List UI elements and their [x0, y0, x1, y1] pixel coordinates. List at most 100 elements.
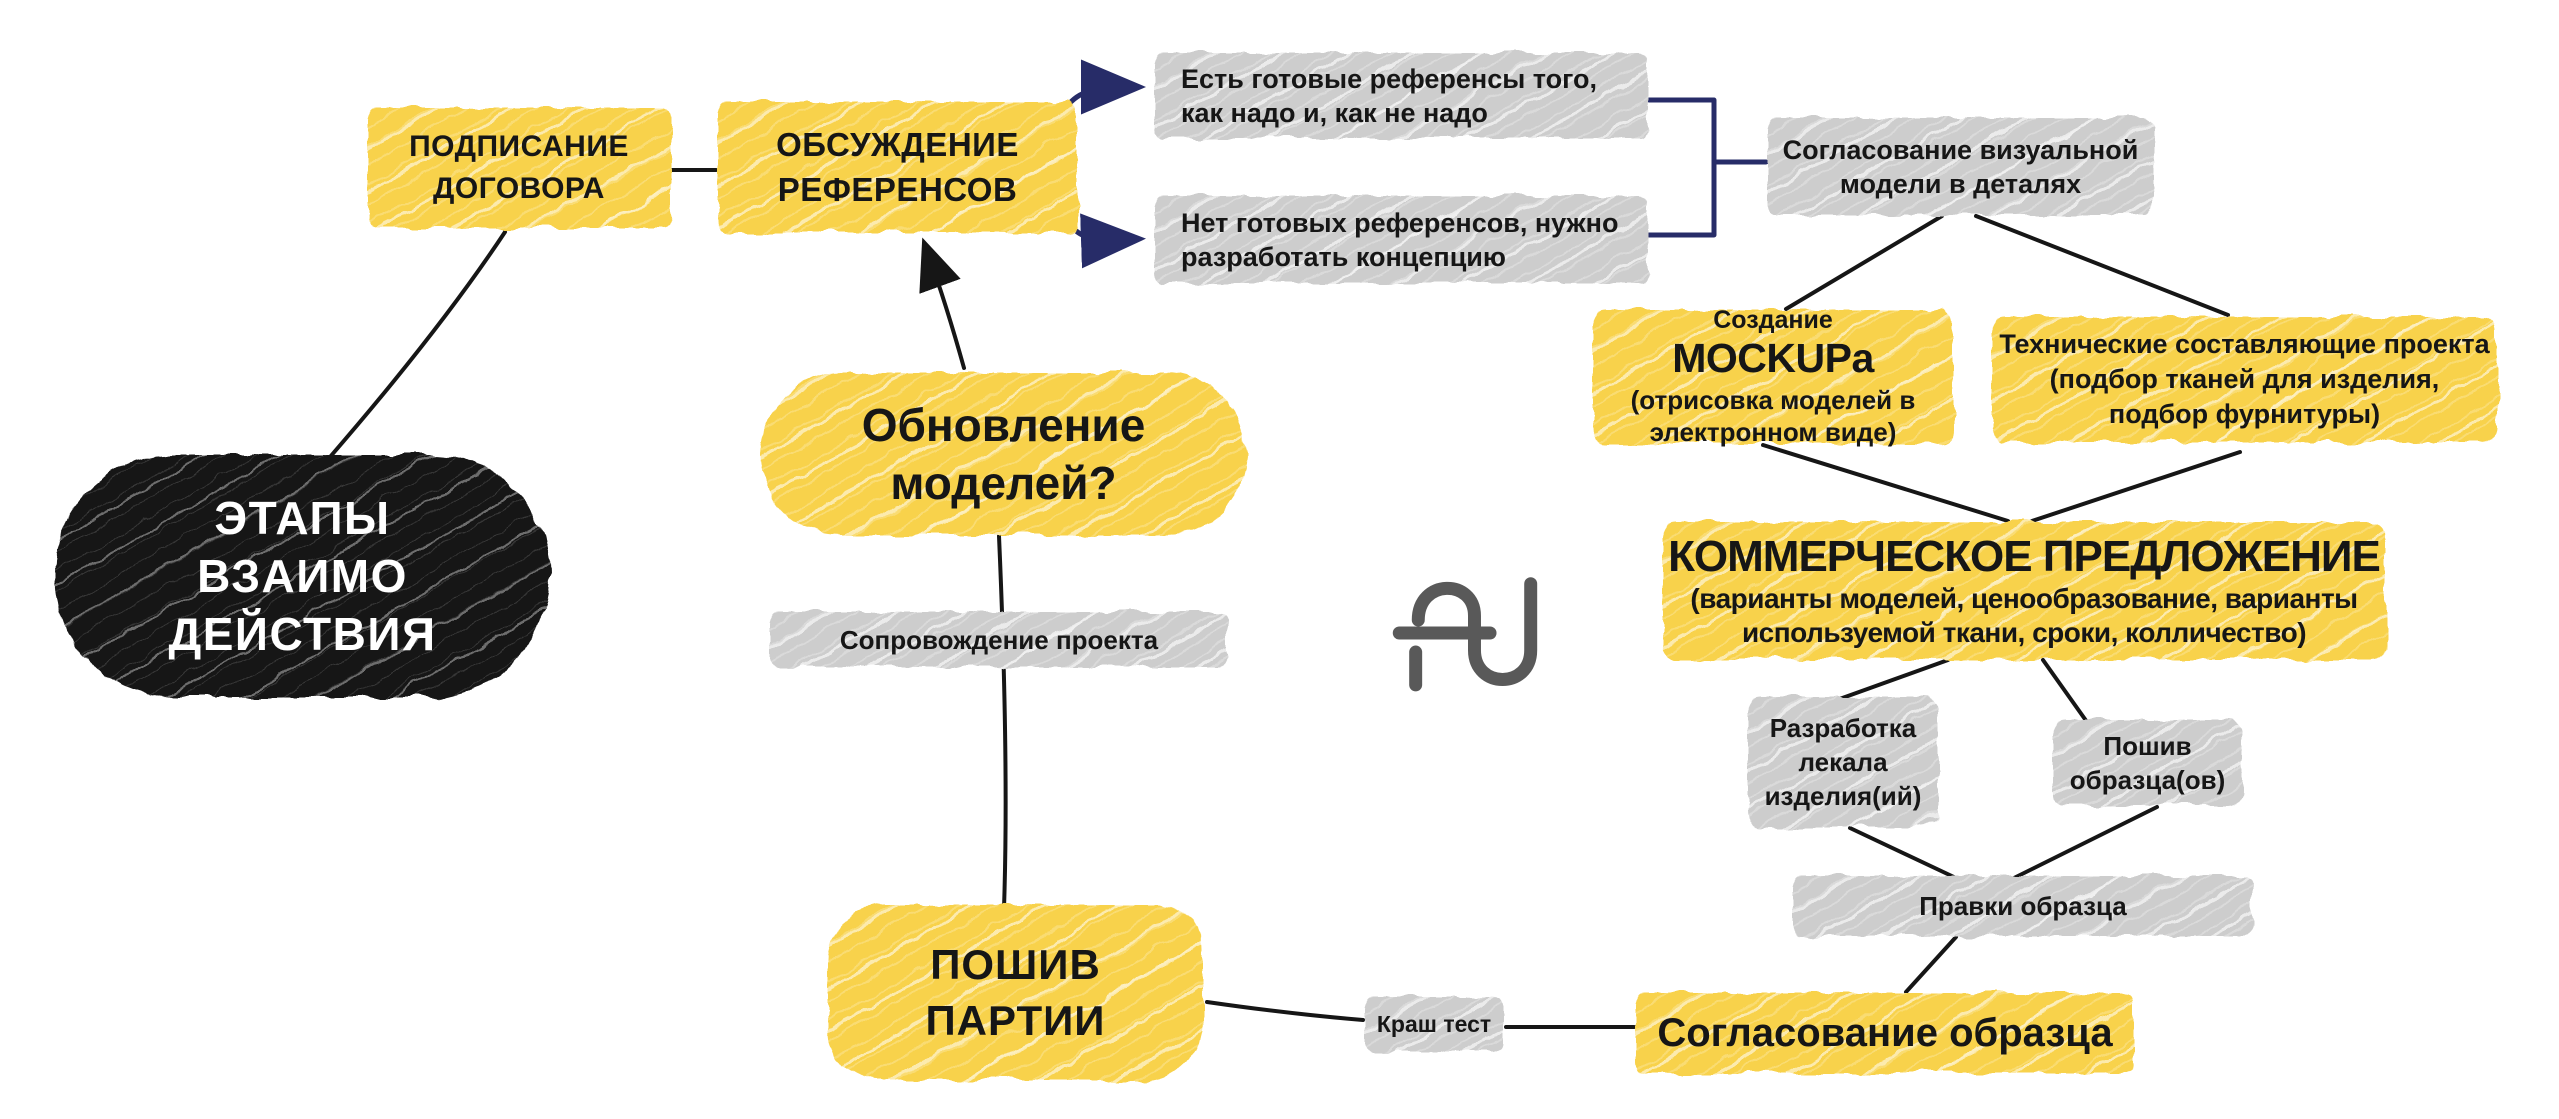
mockup-text: Создание MOCKUPa (отрисовка моделей в эл…	[1593, 306, 1953, 447]
edge-pattern-edits	[1848, 826, 1958, 880]
node-discussion: ОБСУЖДЕНИЕ РЕФЕРЕНСОВ	[718, 102, 1077, 232]
commercial-bg	[1663, 522, 2385, 659]
signing-line1: ПОДПИСАНИЕ	[409, 130, 629, 163]
sample-sewing-text: Пошив образца(ов)	[2053, 720, 2242, 805]
edge-update-discussion	[919, 237, 966, 370]
refs-ready-line2: как надо и, как не надо	[1181, 97, 1488, 128]
technical-line2: (подбор тканей для изделия,	[2049, 364, 2440, 394]
pattern-line2: лекала	[1798, 747, 1888, 777]
commercial-text: КОММЕРЧЕСКОЕ ПРЕДЛОЖЕНИЕ (варианты модел…	[1663, 522, 2385, 659]
node-stages-title: ЭТАПЫ ВЗАИМО ДЕЙСТВИЯ	[55, 455, 550, 697]
edge-commercial-sample	[2041, 658, 2089, 724]
sample-sewing-line1: Пошив	[2103, 730, 2192, 761]
edge-visual-mockup	[1784, 214, 1944, 311]
technical-bg	[1992, 317, 2497, 442]
crash-test-text: Краш тест	[1365, 997, 1503, 1052]
batch-sewing-line1: ПОШИВ	[930, 940, 1101, 988]
crash-test-bg	[1365, 997, 1503, 1052]
node-refs-none: Нет готовых референсов, нужно разработат…	[1155, 196, 1648, 283]
sample-edits-bg	[1793, 876, 2253, 936]
edge-sample-edits	[2012, 805, 2159, 880]
sample-sewing-bg	[2053, 720, 2242, 805]
sample-edits-label: Правки образца	[1919, 891, 2127, 921]
discussion-line2: РЕФЕРЕНСОВ	[777, 171, 1018, 208]
edge-discussion-refs-none	[1072, 213, 1146, 269]
node-model-update: Обновление моделей?	[761, 373, 1246, 535]
discussion-bg	[718, 102, 1077, 232]
sample-approval-text: Согласование образца	[1636, 993, 2134, 1073]
edge-edits-approval	[1904, 935, 1958, 994]
node-crash-test: Краш тест	[1365, 997, 1503, 1052]
stages-blob-bg	[55, 455, 550, 697]
sample-approval-label: Согласование образца	[1657, 1010, 2113, 1055]
node-signing: ПОДПИСАНИЕ ДОГОВОРА	[368, 108, 670, 228]
pattern-line1: Разработка	[1769, 713, 1917, 743]
refs-ready-text: Есть готовые референсы того, как надо и,…	[1155, 53, 1648, 138]
visual-approval-line2: модели в деталях	[1839, 168, 2082, 199]
mockup-title: Создание MOCKUPa	[1672, 306, 1874, 382]
signing-bg	[368, 108, 670, 228]
model-update-bg	[761, 373, 1246, 535]
technical-text: Технические составляющие проекта (подбор…	[1992, 317, 2497, 442]
bracket-refs	[1646, 97, 1717, 238]
au-logo-icon	[1392, 577, 1538, 692]
node-mockup: Создание MOCKUPa (отрисовка моделей в эл…	[1593, 306, 1953, 447]
visual-approval-bg	[1768, 118, 2153, 215]
refs-ready-bg	[1155, 53, 1648, 138]
crash-test-label: Краш тест	[1376, 1011, 1492, 1037]
visual-approval-line1: Согласование визуальной	[1782, 134, 2139, 165]
project-support-bg	[770, 612, 1228, 667]
node-refs-ready: Есть готовые референсы того, как надо и,…	[1155, 53, 1648, 138]
refs-none-line2: разработать концепцию	[1181, 241, 1506, 272]
project-support-label: Сопровождение проекта	[839, 624, 1159, 655]
mockup-sub1: (отрисовка моделей в	[1630, 384, 1916, 415]
mockup-big: MOCKUPa	[1672, 334, 1874, 381]
node-pattern: Разработка лекала изделия(ий)	[1748, 697, 1938, 827]
pattern-bg	[1748, 697, 1938, 827]
batch-sewing-bg	[828, 905, 1203, 1080]
refs-none-text: Нет готовых референсов, нужно разработат…	[1155, 196, 1648, 283]
signing-text: ПОДПИСАНИЕ ДОГОВОРА	[368, 108, 670, 228]
node-project-support: Сопровождение проекта	[770, 612, 1228, 667]
sample-approval-bg	[1636, 993, 2134, 1073]
refs-none-bg	[1155, 196, 1648, 283]
stages-line1: ЭТАПЫ	[214, 492, 391, 544]
node-commercial: КОММЕРЧЕСКОЕ ПРЕДЛОЖЕНИЕ (варианты модел…	[1663, 522, 2385, 659]
edge-technical-commercial	[2030, 450, 2242, 523]
commercial-sub1: (варианты моделей, ценообразование, вари…	[1690, 582, 2358, 614]
batch-sewing-text: ПОШИВ ПАРТИИ	[828, 905, 1203, 1080]
project-support-text: Сопровождение проекта	[770, 612, 1228, 667]
sample-edits-text: Правки образца	[1793, 876, 2253, 936]
edge-commercial-pattern	[1832, 658, 1950, 703]
model-update-text: Обновление моделей?	[761, 373, 1246, 535]
refs-none-line1: Нет готовых референсов, нужно	[1181, 207, 1619, 238]
batch-sewing-line2: ПАРТИИ	[925, 996, 1106, 1044]
mockup-bg	[1593, 310, 1953, 443]
edge-update-support-batch	[997, 534, 1008, 910]
edge-mockup-commercial	[1761, 443, 2010, 523]
pattern-line3: изделия(ий)	[1764, 781, 1922, 811]
visual-approval-text: Согласование визуальной модели в деталях	[1768, 118, 2153, 215]
node-technical: Технические составляющие проекта (подбор…	[1992, 317, 2497, 442]
mockup-sub2: электронном виде)	[1649, 416, 1897, 447]
sample-sewing-line2: образца(ов)	[2069, 764, 2226, 795]
node-sample-approval: Согласование образца	[1636, 993, 2134, 1073]
commercial-title: КОММЕРЧЕСКОЕ ПРЕДЛОЖЕНИЕ	[1668, 531, 2381, 581]
edge-discussion-refs-ready	[1066, 59, 1146, 115]
discussion-text: ОБСУЖДЕНИЕ РЕФЕРЕНСОВ	[718, 102, 1077, 232]
node-sample-sewing: Пошив образца(ов)	[2053, 720, 2242, 805]
model-update-line1: Обновление	[861, 399, 1146, 451]
edge-signing-stages	[328, 230, 507, 459]
stages-line2: ВЗАИМО	[197, 550, 408, 602]
node-sample-edits: Правки образца	[1793, 876, 2253, 936]
stages-title-text: ЭТАПЫ ВЗАИМО ДЕЙСТВИЯ	[55, 455, 550, 697]
commercial-sub2: используемой ткани, сроки, колличество)	[1741, 616, 2307, 648]
discussion-line1: ОБСУЖДЕНИЕ	[776, 126, 1019, 163]
node-batch-sewing: ПОШИВ ПАРТИИ	[828, 905, 1203, 1080]
edge-crash-batch	[1205, 1000, 1365, 1022]
model-update-line2: моделей?	[890, 457, 1117, 509]
signing-line2: ДОГОВОРА	[433, 172, 605, 205]
pattern-text: Разработка лекала изделия(ий)	[1748, 697, 1938, 827]
refs-ready-line1: Есть готовые референсы того,	[1181, 63, 1598, 94]
